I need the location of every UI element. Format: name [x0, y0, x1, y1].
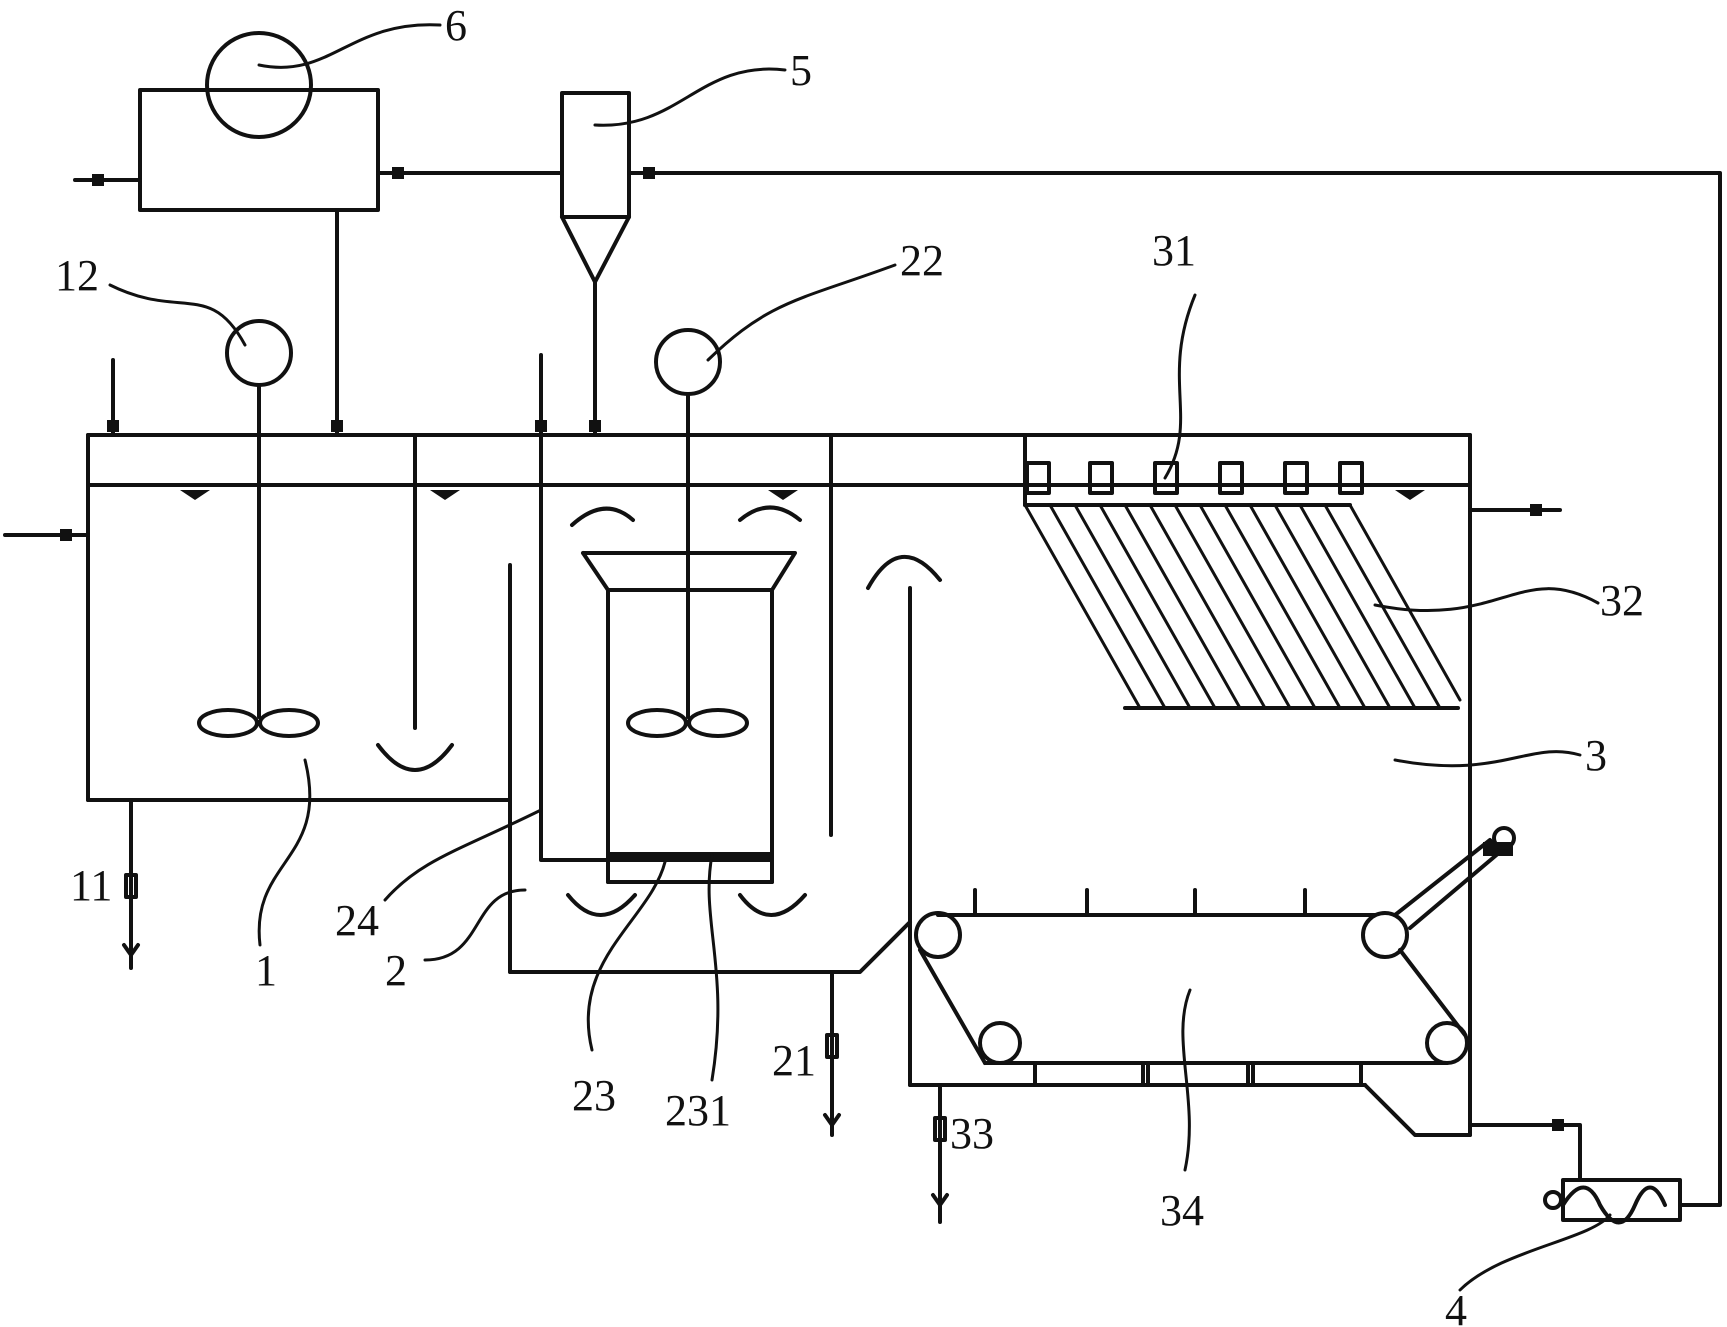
label-6: 6 [445, 1, 467, 50]
label-3: 3 [1585, 731, 1607, 780]
component-12-mixer [197, 319, 454, 772]
number-labels: 6 5 12 22 31 32 3 11 24 1 2 21 33 23 231… [55, 1, 1644, 1327]
component-34-scraper [914, 826, 1516, 1087]
component-23-draft-tube [566, 505, 942, 917]
label-23: 23 [572, 1071, 616, 1120]
vessel-outline [3, 353, 1562, 1137]
label-34: 34 [1160, 1186, 1204, 1235]
label-231: 231 [665, 1086, 731, 1135]
label-12: 12 [55, 251, 99, 300]
label-2: 2 [385, 946, 407, 995]
component-6-tank [73, 31, 380, 437]
label-5: 5 [790, 46, 812, 95]
leader-lines [108, 23, 1612, 1292]
label-21: 21 [772, 1036, 816, 1085]
component-5-cyclone [560, 91, 631, 437]
inclined-plates [1023, 503, 1462, 710]
label-31: 31 [1152, 226, 1196, 275]
top-pipe [376, 167, 1722, 1207]
label-33: 33 [950, 1109, 994, 1158]
label-4: 4 [1445, 1286, 1467, 1327]
component-4-screw [1468, 1119, 1682, 1225]
label-11: 11 [70, 861, 112, 910]
drain-valves [122, 798, 949, 1224]
label-32: 32 [1600, 576, 1644, 625]
component-22-mixer [626, 328, 749, 738]
label-22: 22 [900, 236, 944, 285]
label-1: 1 [255, 946, 277, 995]
label-24: 24 [335, 896, 379, 945]
component-31-32-separator [1023, 433, 1462, 710]
